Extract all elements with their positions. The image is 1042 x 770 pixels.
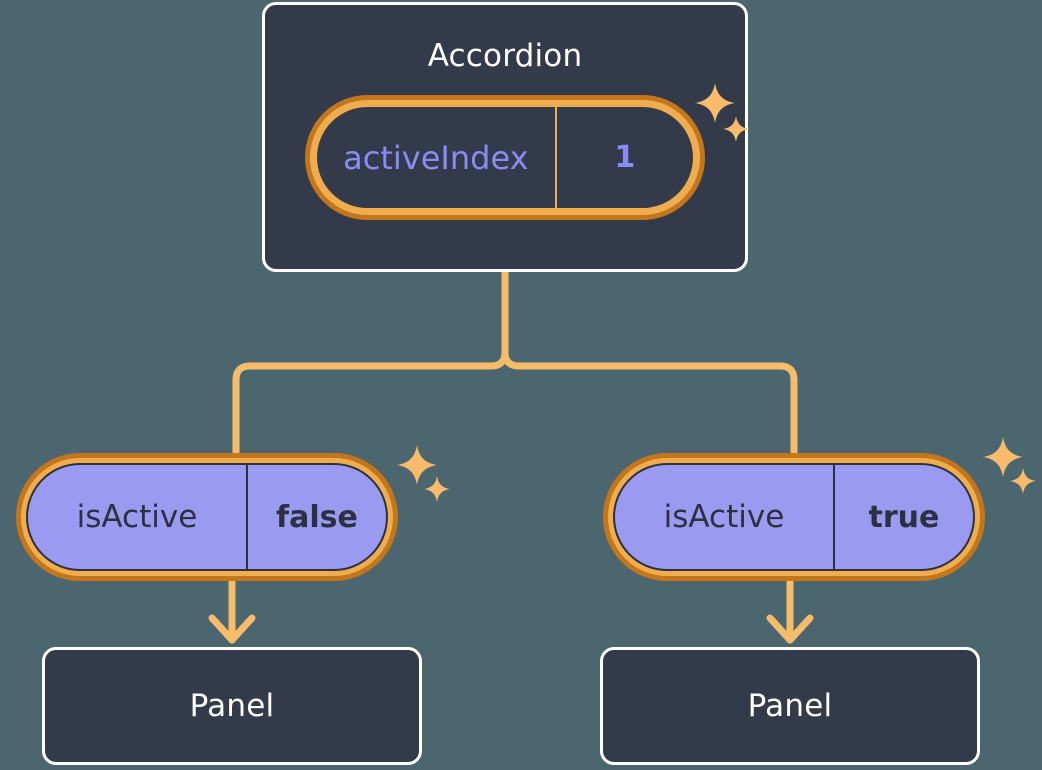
accordion-title: Accordion: [427, 38, 583, 74]
sparkle-group-right: [982, 436, 1042, 498]
pill-inner: isActive true: [613, 463, 975, 571]
pill-outer-ring: activeIndex 1: [305, 95, 705, 220]
panel-title-right: Panel: [747, 687, 833, 724]
pill-outer-ring: isActive true: [603, 453, 985, 581]
pill-outer-ring: isActive false: [16, 453, 398, 581]
state-key-active-index: activeIndex: [343, 138, 529, 177]
sparkle-four-point-small-icon: [424, 476, 450, 502]
sparkle-four-point-small-icon: [1010, 468, 1036, 494]
state-key-is-active-left: isActive: [76, 499, 198, 535]
panel-component-box-left[interactable]: Panel: [42, 647, 422, 765]
state-key-is-active-right: isActive: [663, 499, 785, 535]
panel-title-left: Panel: [189, 687, 275, 724]
state-pill-is-active-false[interactable]: isActive false: [16, 453, 398, 581]
sparkle-group-left: [396, 444, 458, 506]
state-pill-is-active-true[interactable]: isActive true: [603, 453, 985, 581]
state-value-active-index: 1: [554, 107, 693, 208]
sparkle-four-point-large-icon: [983, 437, 1023, 477]
state-value-is-active-right: true: [832, 465, 973, 569]
state-value-is-active-left: false: [245, 465, 386, 569]
pill-inner: activeIndex 1: [315, 105, 695, 210]
state-pill-active-index[interactable]: activeIndex 1: [305, 95, 705, 220]
panel-component-box-right[interactable]: Panel: [600, 647, 980, 765]
pill-inner: isActive false: [26, 463, 388, 571]
sparkle-four-point-large-icon: [397, 445, 437, 485]
